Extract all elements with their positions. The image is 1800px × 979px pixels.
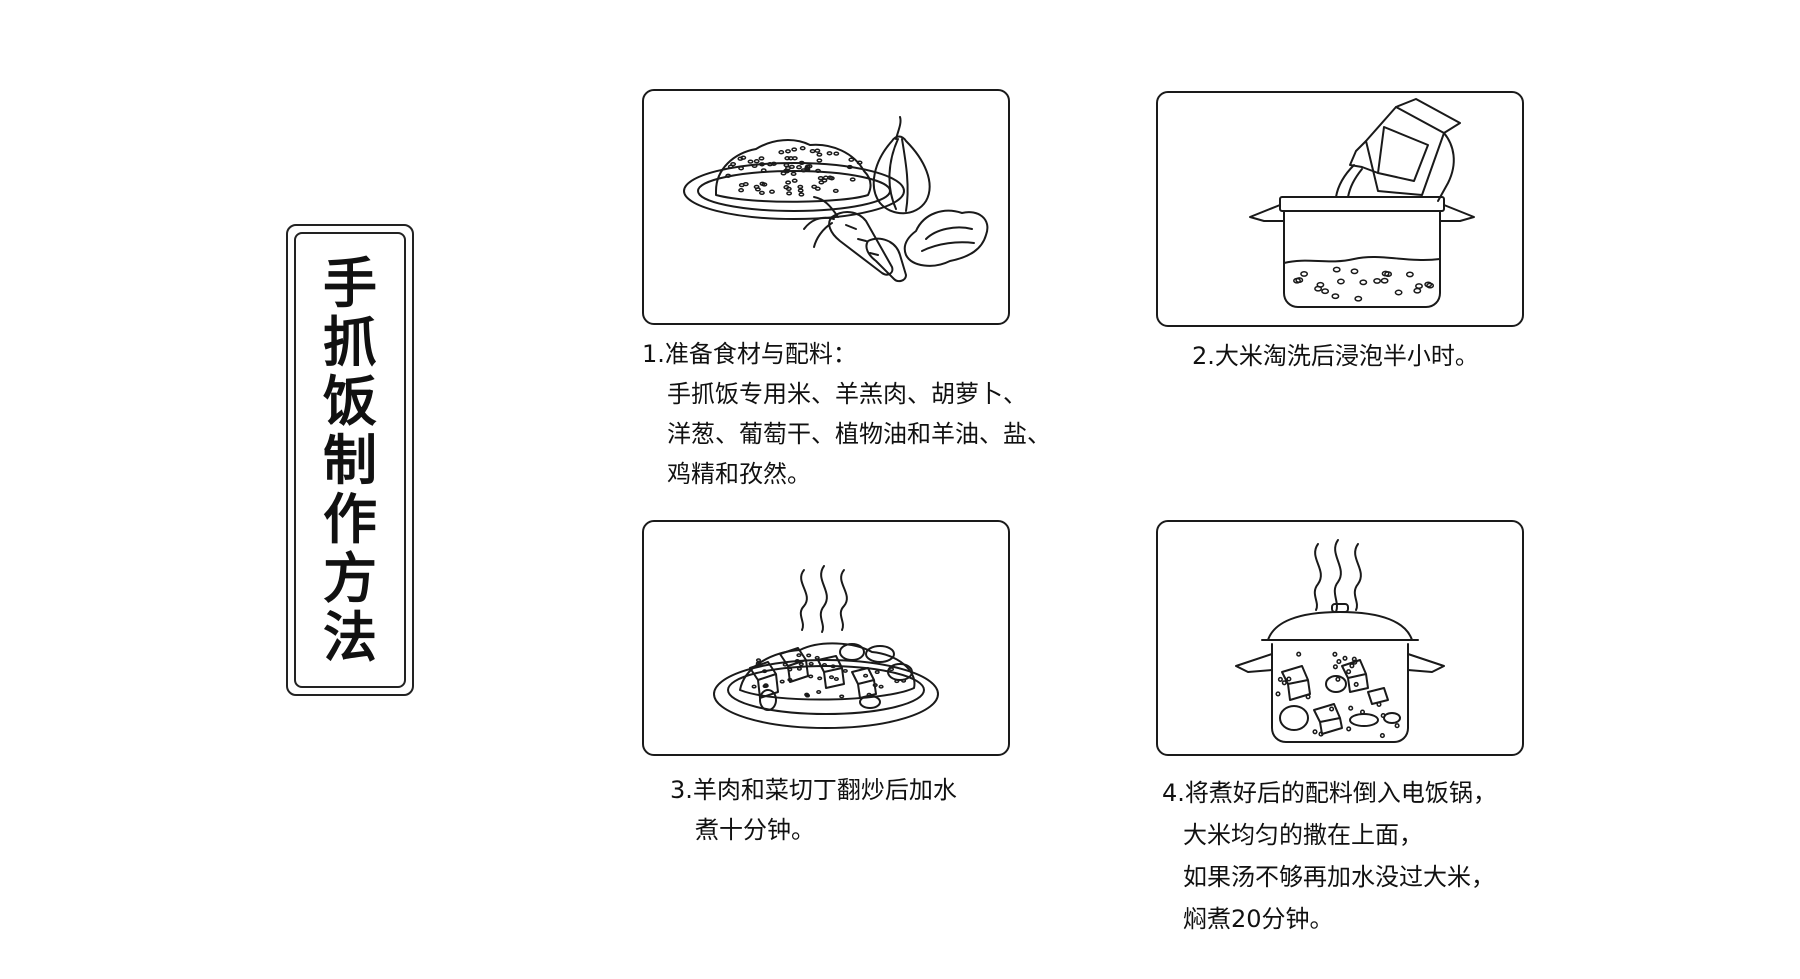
step-3-frame: [642, 520, 1010, 756]
title-plaque-inner: 手抓饭制作方法: [294, 232, 406, 688]
page-title: 手抓饭制作方法: [323, 250, 377, 669]
step-4-frame: [1156, 520, 1524, 756]
step-3-line-1: 3.羊肉和菜切丁翻炒后加水: [670, 776, 957, 804]
step-4-line-2: 大米均匀的撒在上面，: [1183, 821, 1423, 849]
step-3-line-2: 煮十分钟。: [695, 816, 815, 844]
steaming-pot-illustration: [1235, 539, 1445, 743]
kettle-pot-illustration: [1249, 98, 1475, 308]
step-1-line-2: 手抓饭专用米、羊羔肉、胡萝卜、: [667, 380, 1027, 408]
step-2-line-1: 2.大米淘洗后浸泡半小时。: [1192, 342, 1479, 370]
step-1-caption: 1.准备食材与配料： 手抓饭专用米、羊羔肉、胡萝卜、 洋葱、葡萄干、植物油和羊油…: [642, 334, 1051, 494]
step-1-line-3: 洋葱、葡萄干、植物油和羊油、盐、: [667, 420, 1051, 448]
step-1-line-4: 鸡精和孜然。: [667, 460, 811, 488]
step-4-caption: 4.将煮好后的配料倒入电饭锅， 大米均匀的撒在上面， 如果汤不够再加水没过大米，…: [1162, 772, 1497, 940]
step-4-line-1: 4.将煮好后的配料倒入电饭锅，: [1162, 779, 1497, 807]
rice-plate-illustration: [683, 116, 989, 283]
step-2-frame: [1156, 91, 1524, 327]
step-4-line-3: 如果汤不够再加水没过大米，: [1183, 863, 1495, 891]
stir-fry-plate-illustration: [713, 565, 939, 729]
step-2-caption: 2.大米淘洗后浸泡半小时。: [1192, 336, 1479, 376]
title-plaque: 手抓饭制作方法: [286, 224, 414, 696]
step-4-line-4: 焖煮20分钟。: [1183, 905, 1334, 933]
step-1-line-1: 1.准备食材与配料：: [642, 340, 857, 368]
step-1-frame: [642, 89, 1010, 325]
step-3-caption: 3.羊肉和菜切丁翻炒后加水 煮十分钟。: [670, 770, 957, 850]
